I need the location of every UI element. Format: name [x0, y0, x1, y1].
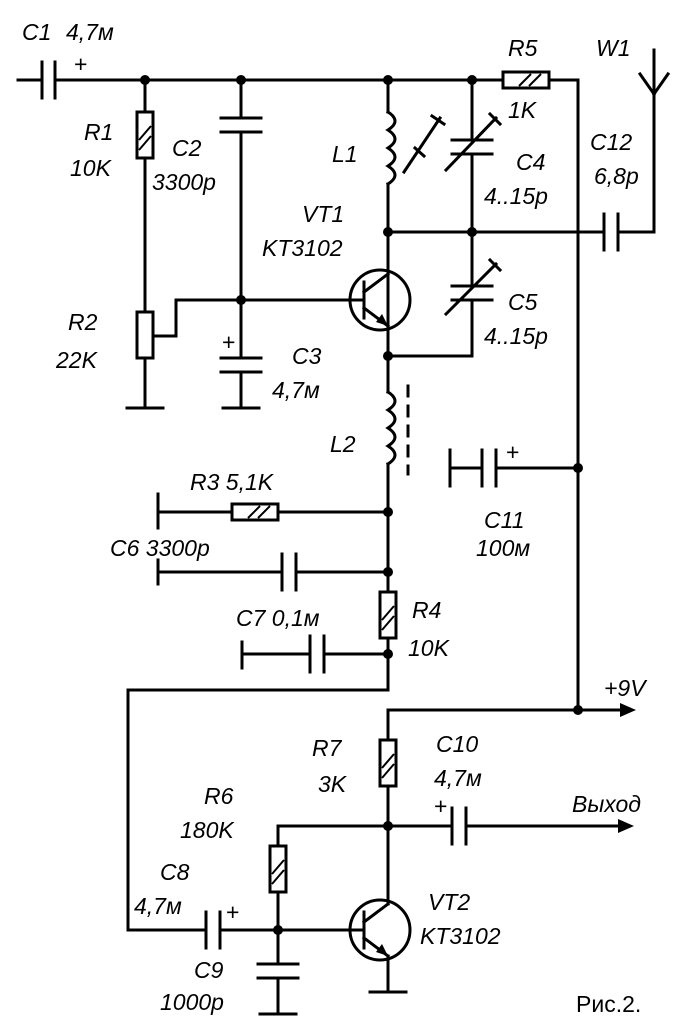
r4-label: R4	[412, 597, 441, 623]
capacitor-c5-trimmer	[443, 230, 503, 358]
c12-value: 6,8р	[594, 163, 639, 189]
antenna-w1	[616, 48, 671, 234]
potentiometer-r2	[125, 298, 178, 410]
r1-value: 10K	[70, 155, 113, 181]
r5-label: R5	[508, 35, 538, 61]
c4-value: 4..15р	[484, 183, 548, 209]
c5-label: C5	[508, 289, 538, 315]
junction-dot	[383, 567, 393, 577]
c1-plus: +	[74, 51, 87, 77]
r6-value: 180K	[180, 817, 235, 843]
output-label: Выход	[572, 791, 641, 817]
c3-plus: +	[222, 329, 235, 355]
resistor-r4	[126, 590, 398, 932]
capacitor-c6	[156, 552, 390, 592]
c10-plus: +	[434, 793, 447, 819]
r5-value: 1K	[508, 97, 538, 123]
capacitor-c2	[219, 78, 263, 360]
resistor-r7	[378, 738, 398, 898]
junction-dot	[573, 463, 583, 473]
capacitor-c10	[386, 806, 634, 846]
capacitor-c11	[448, 448, 580, 488]
r7-label: R7	[312, 735, 343, 761]
junction-dot	[236, 295, 246, 305]
w1-label: W1	[596, 35, 631, 61]
capacitor-c1	[16, 60, 57, 100]
r2-value: 22K	[55, 347, 99, 373]
r2-label: R2	[68, 309, 98, 335]
c10-label: C10	[436, 731, 478, 757]
vt1-label: VT1	[302, 201, 344, 227]
c2-label: C2	[172, 135, 202, 161]
c9-value: 1000р	[160, 989, 224, 1015]
supply-label: +9V	[604, 675, 648, 701]
vt1-value: KT3102	[262, 235, 343, 261]
c2-value: 3300р	[152, 169, 216, 195]
c11-plus: +	[506, 439, 519, 465]
capacitor-c3	[219, 356, 263, 410]
inductor-l1	[385, 78, 447, 360]
c1-label: C1	[22, 19, 51, 45]
c5-value: 4..15р	[484, 323, 548, 349]
c10-value: 4,7м	[434, 765, 482, 791]
c3-label: C3	[292, 343, 322, 369]
c9-label: C9	[194, 957, 224, 983]
capacitor-c9	[256, 962, 300, 1016]
r4-value: 10K	[408, 635, 451, 661]
r1-label: R1	[84, 119, 113, 145]
capacitor-c4-trimmer	[443, 78, 503, 234]
inductor-l2	[385, 354, 410, 594]
resistor-r5	[470, 70, 580, 712]
capacitor-c8	[126, 910, 358, 950]
c4-label: C4	[516, 149, 545, 175]
c6-label: C6 3300р	[110, 535, 210, 561]
junction-dot	[383, 507, 393, 517]
transistor-vt2	[348, 894, 412, 994]
vt2-label: VT2	[428, 889, 470, 915]
r3-label: R3 5,1K	[190, 469, 275, 495]
l1-label: L1	[332, 141, 358, 167]
junction-dot	[573, 705, 583, 715]
c8-label: C8	[160, 859, 190, 885]
vt2-value: KT3102	[420, 923, 501, 949]
r6-label: R6	[204, 783, 234, 809]
l2-label: L2	[330, 431, 356, 457]
capacitor-c12	[602, 212, 620, 252]
c12-label: C12	[590, 129, 632, 155]
figure-caption: Рис.2.	[576, 991, 641, 1017]
c11-label: C11	[484, 507, 525, 533]
supply-rail	[386, 703, 636, 742]
transistor-vt1	[348, 230, 412, 360]
resistor-r1	[135, 78, 155, 314]
resistor-r3	[156, 492, 390, 530]
c3-value: 4,7м	[272, 377, 320, 403]
c8-value: 4,7м	[134, 893, 182, 919]
c1-value: 4,7м	[66, 19, 114, 45]
c8-plus: +	[226, 899, 239, 925]
c7-label: C7 0,1м	[236, 605, 320, 631]
r7-value: 3K	[318, 771, 348, 797]
c11-value: 100м	[476, 535, 530, 561]
capacitor-c7	[240, 634, 390, 674]
